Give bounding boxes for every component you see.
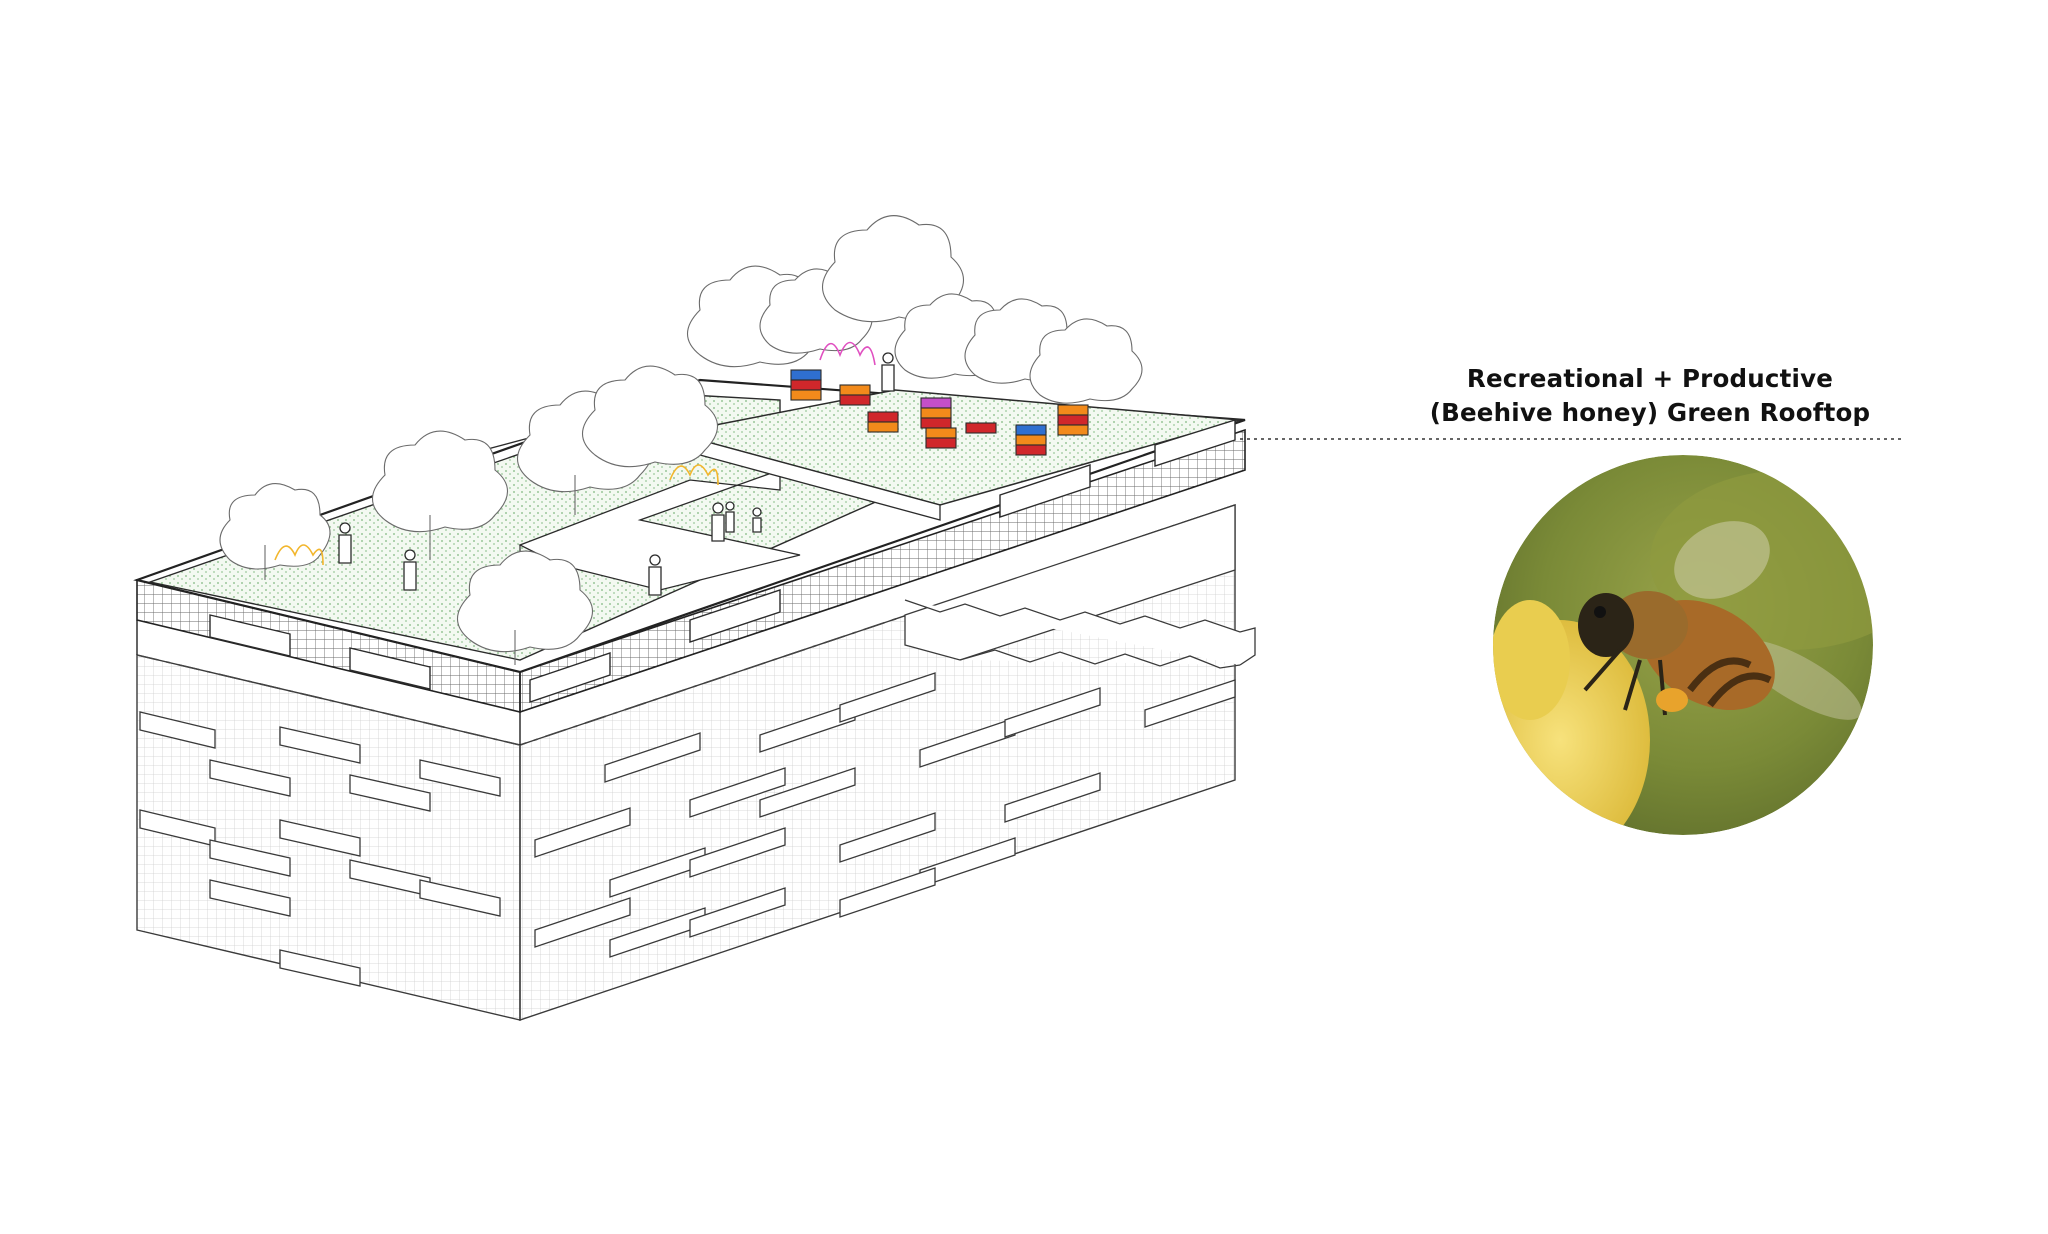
- person-icon: [881, 352, 895, 392]
- tree-icon: [371, 430, 509, 560]
- tree-icon: [1029, 318, 1143, 404]
- bee-photo-icon: [1493, 455, 1873, 835]
- pink-shrub: [819, 341, 876, 366]
- roof-edge-boxes: [209, 419, 1236, 703]
- person-icon: [752, 507, 762, 533]
- beehive-icon: [867, 411, 899, 433]
- person-icon: [338, 522, 352, 564]
- roof-plaza: [518, 469, 801, 591]
- beehive-icon: [920, 397, 952, 429]
- tree-icon: [821, 215, 965, 323]
- person-icon: [725, 501, 735, 533]
- callout-line-1: Recreational + Productive: [1466, 364, 1834, 393]
- tree-icon: [456, 550, 594, 665]
- flowering-shrubs: [274, 341, 876, 566]
- person-icon: [403, 549, 417, 591]
- beehive-icon: [925, 427, 957, 449]
- trees: [219, 215, 1143, 665]
- person-icon: [711, 502, 725, 542]
- people: [338, 352, 895, 596]
- person-icon: [648, 554, 662, 596]
- tree-icon: [219, 483, 331, 580]
- beehive-icon: [790, 369, 822, 401]
- callout-line-2: (Beehive honey) Green Rooftop: [1429, 398, 1871, 427]
- beehive-icon: [839, 384, 871, 406]
- callout-label: Recreational + Productive (Beehive honey…: [1420, 362, 1880, 430]
- window-boxes-left: [139, 711, 501, 987]
- roof-rim: [133, 378, 1246, 674]
- tree-icon: [581, 365, 719, 468]
- beehive-icon: [1057, 404, 1089, 436]
- window-boxes-right: [534, 672, 1236, 958]
- beehive-icon: [1015, 424, 1047, 456]
- staircase: [904, 504, 1256, 669]
- beehives: [790, 369, 1089, 456]
- beehive-icon: [965, 422, 997, 434]
- yellow-shrub: [274, 544, 324, 566]
- yellow-shrub: [669, 464, 719, 486]
